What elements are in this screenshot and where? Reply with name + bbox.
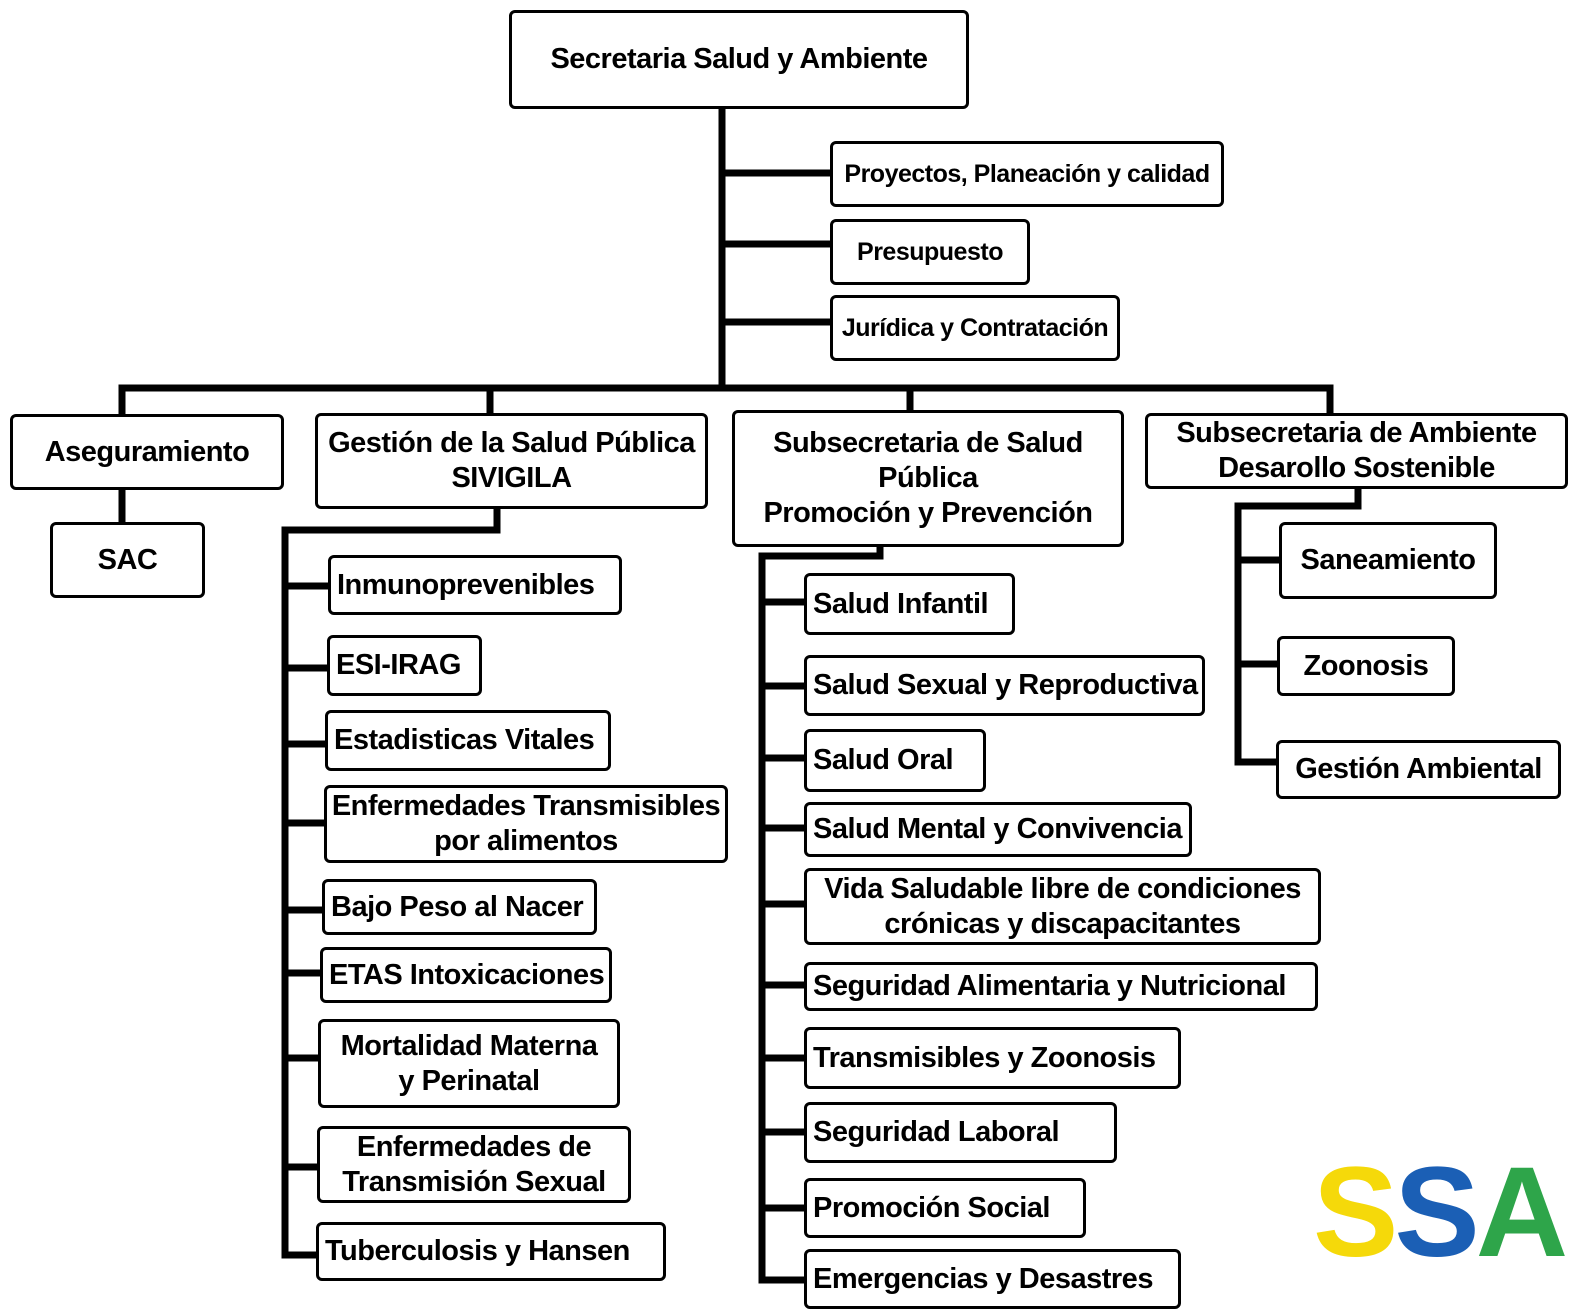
node-emergencias-label: Emergencias y Desastres — [813, 1262, 1153, 1295]
node-saneamiento: Saneamiento — [1279, 522, 1497, 599]
node-proyectos-label: Proyectos, Planeación y calidad — [844, 160, 1210, 188]
node-salud-infantil: Salud Infantil — [804, 573, 1015, 635]
node-tuberculosis: Tuberculosis y Hansen — [316, 1222, 666, 1281]
node-sac-label: SAC — [97, 543, 158, 576]
node-bajo-peso-label: Bajo Peso al Nacer — [331, 890, 584, 923]
node-mortalidad-materna-label: Mortalidad Materna y Perinatal — [340, 1029, 598, 1097]
node-promocion-social: Promoción Social — [804, 1178, 1086, 1238]
node-esi-irag: ESI-IRAG — [327, 635, 482, 696]
node-inmunoprevenibles: Inmunoprevenibles — [328, 555, 622, 615]
node-mortalidad-materna: Mortalidad Materna y Perinatal — [318, 1019, 620, 1108]
node-transmisibles-zoonosis: Transmisibles y Zoonosis — [804, 1027, 1181, 1089]
node-zoonosis-label: Zoonosis — [1303, 649, 1429, 682]
node-vida-saludable-label: Vida Saludable libre de condiciones crón… — [824, 872, 1301, 940]
node-juridica: Jurídica y Contratación — [830, 295, 1120, 361]
node-salud-oral-label: Salud Oral — [813, 744, 954, 777]
node-bajo-peso: Bajo Peso al Nacer — [322, 879, 597, 935]
node-juridica-label: Jurídica y Contratación — [841, 314, 1109, 342]
node-sivigila-label: Gestión de la Salud Pública SIVIGILA — [328, 427, 695, 494]
node-etas: ETAS Intoxicaciones — [320, 947, 612, 1003]
node-transmisibles-zoonosis-label: Transmisibles y Zoonosis — [813, 1041, 1156, 1074]
node-sac: SAC — [50, 522, 205, 598]
node-enfermedades-alimentos-label: Enfermedades Transmisibles por alimentos — [331, 790, 721, 857]
node-aseguramiento: Aseguramiento — [10, 414, 284, 490]
node-emergencias: Emergencias y Desastres — [804, 1249, 1181, 1309]
node-gestion-ambiental-label: Gestión Ambiental — [1295, 753, 1542, 786]
node-ets: Enfermedades de Transmisión Sexual — [317, 1126, 631, 1203]
node-seguridad-laboral-label: Seguridad Laboral — [813, 1116, 1060, 1149]
node-salud-mental-label: Salud Mental y Convivencia — [813, 813, 1182, 846]
ssa-logo-underline — [1295, 1268, 1575, 1272]
node-ambiente-label: Subsecretaria de Ambiente Desarollo Sost… — [1176, 417, 1537, 484]
node-salud-infantil-label: Salud Infantil — [813, 587, 989, 620]
node-aseguramiento-label: Aseguramiento — [44, 435, 250, 468]
node-salud-sexual: Salud Sexual y Reproductiva — [804, 655, 1205, 716]
node-proyectos: Proyectos, Planeación y calidad — [830, 141, 1224, 207]
node-promocion-social-label: Promoción Social — [813, 1191, 1050, 1224]
node-root: Secretaria Salud y Ambiente — [509, 10, 969, 109]
node-vida-saludable: Vida Saludable libre de condiciones crón… — [804, 868, 1321, 945]
node-seguridad-alimentaria: Seguridad Alimentaria y Nutricional — [804, 962, 1318, 1011]
node-inmunoprevenibles-label: Inmunoprevenibles — [337, 568, 595, 601]
node-salud-mental: Salud Mental y Convivencia — [804, 802, 1192, 857]
node-salud-publica-label: Subsecretaria de Salud Pública Promoción… — [763, 427, 1093, 529]
node-seguridad-laboral: Seguridad Laboral — [804, 1102, 1117, 1163]
node-ambiente: Subsecretaria de Ambiente Desarollo Sost… — [1145, 413, 1568, 489]
node-presupuesto: Presupuesto — [830, 219, 1030, 285]
node-enfermedades-alimentos: Enfermedades Transmisibles por alimentos — [324, 785, 728, 863]
node-estadisticas-vitales-label: Estadisticas Vitales — [334, 724, 595, 757]
ssa-logo-text: SSA — [1313, 1150, 1568, 1275]
node-root-label: Secretaria Salud y Ambiente — [550, 43, 928, 76]
node-ets-label: Enfermedades de Transmisión Sexual — [342, 1130, 606, 1198]
node-esi-irag-label: ESI-IRAG — [336, 649, 461, 682]
node-tuberculosis-label: Tuberculosis y Hansen — [325, 1235, 630, 1268]
node-saneamiento-label: Saneamiento — [1300, 544, 1477, 577]
node-gestion-ambiental: Gestión Ambiental — [1276, 740, 1561, 799]
node-salud-oral: Salud Oral — [804, 729, 986, 792]
node-presupuesto-label: Presupuesto — [857, 238, 1003, 266]
node-salud-sexual-label: Salud Sexual y Reproductiva — [813, 669, 1198, 702]
node-seguridad-alimentaria-label: Seguridad Alimentaria y Nutricional — [813, 970, 1286, 1003]
node-salud-publica: Subsecretaria de Salud Pública Promoción… — [732, 410, 1124, 547]
node-sivigila: Gestión de la Salud Pública SIVIGILA — [315, 413, 708, 509]
node-zoonosis: Zoonosis — [1277, 636, 1455, 696]
node-estadisticas-vitales: Estadisticas Vitales — [325, 710, 611, 771]
ssa-logo: SSA — [1295, 1150, 1575, 1275]
node-etas-label: ETAS Intoxicaciones — [329, 958, 605, 991]
